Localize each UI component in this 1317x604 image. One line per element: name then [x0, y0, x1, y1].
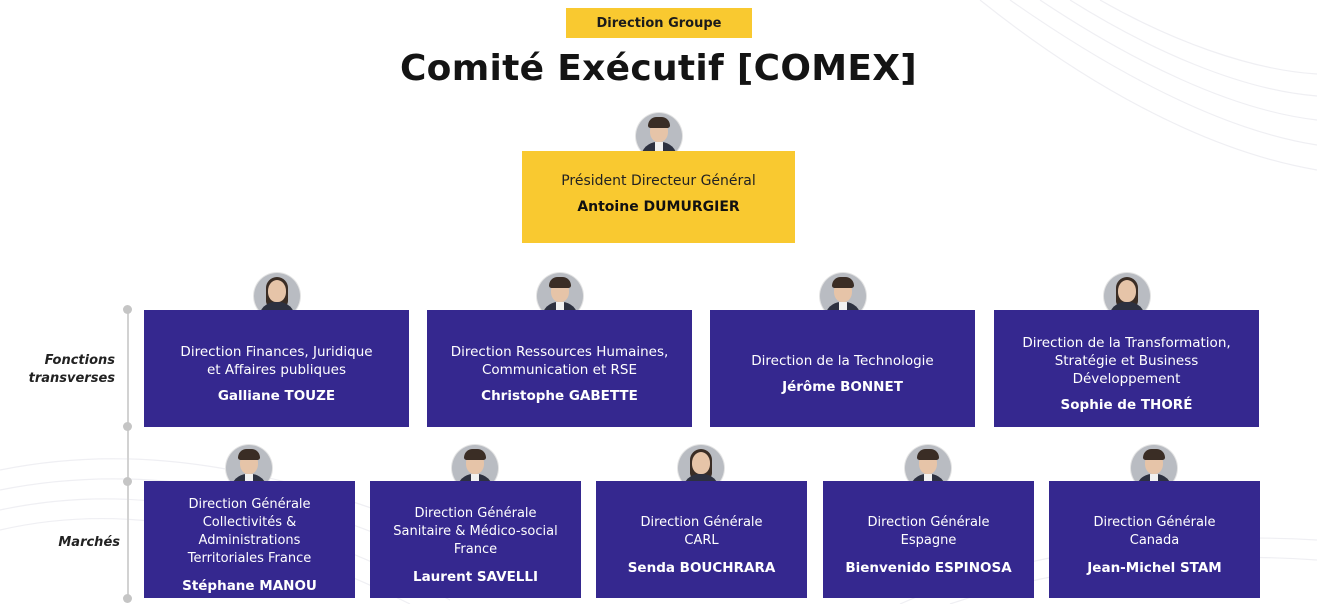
fonction-role: Direction Ressources Humaines, Communica… — [450, 344, 669, 378]
marche-role: Direction Générale Collectivités & Admin… — [187, 496, 312, 566]
page-title: Comité Exécutif [COMEX] — [399, 48, 918, 89]
marche-role: Direction Générale Sanitaire & Médico-so… — [393, 505, 558, 557]
fonction-name: Jérôme BONNET — [782, 379, 903, 395]
marche-name: Senda BOUCHRARA — [627, 559, 776, 576]
marche-box: Direction Générale Sanitaire & Médico-so… — [370, 481, 581, 598]
marche-name: Stéphane MANOU — [182, 577, 317, 594]
ceo-role: Président Directeur Général — [561, 173, 756, 189]
fonction-box: Direction Finances, Juridique et Affaire… — [144, 310, 409, 427]
marche-box: Direction Générale Canada Jean-Michel ST… — [1049, 481, 1260, 598]
ceo-box: Président Directeur Général Antoine DUMU… — [522, 151, 795, 243]
fonction-role: Direction Finances, Juridique et Affaire… — [180, 344, 373, 378]
marche-role: Direction Générale CARL — [640, 514, 763, 548]
fonction-box: Direction de la Technologie Jérôme BONNE… — [710, 310, 975, 427]
fonction-name: Galliane TOUZE — [217, 388, 336, 404]
marche-box: Direction Générale CARL Senda BOUCHRARA — [596, 481, 807, 598]
rail-dot — [123, 305, 132, 314]
rail-dot — [123, 594, 132, 603]
direction-groupe-tag: Direction Groupe — [566, 8, 752, 38]
marche-name: Bienvenido ESPINOSA — [845, 559, 1012, 576]
fonction-name: Sophie de THORÉ — [1060, 397, 1193, 413]
marche-box: Direction Générale Espagne Bienvenido ES… — [823, 481, 1034, 598]
fonction-role: Direction de la Technologie — [751, 353, 934, 369]
fonction-role: Direction de la Transformation, Stratégi… — [1022, 335, 1231, 387]
marches-label: Marchés — [58, 535, 120, 550]
fonction-box: Direction Ressources Humaines, Communica… — [427, 310, 692, 427]
fonction-box: Direction de la Transformation, Stratégi… — [994, 310, 1259, 427]
marche-role: Direction Générale Espagne — [867, 514, 990, 548]
marche-name: Laurent SAVELLI — [412, 568, 539, 585]
fonction-name: Christophe GABETTE — [481, 388, 638, 404]
ceo-name: Antoine DUMURGIER — [577, 199, 740, 215]
side-rail-line — [127, 310, 129, 600]
fonctions-transverses-label: Fonctions transverses — [28, 353, 115, 386]
marche-name: Jean-Michel STAM — [1087, 559, 1222, 576]
marche-role: Direction Générale Canada — [1093, 514, 1216, 548]
rail-dot — [123, 422, 132, 431]
marche-box: Direction Générale Collectivités & Admin… — [144, 481, 355, 598]
rail-dot — [123, 477, 132, 486]
